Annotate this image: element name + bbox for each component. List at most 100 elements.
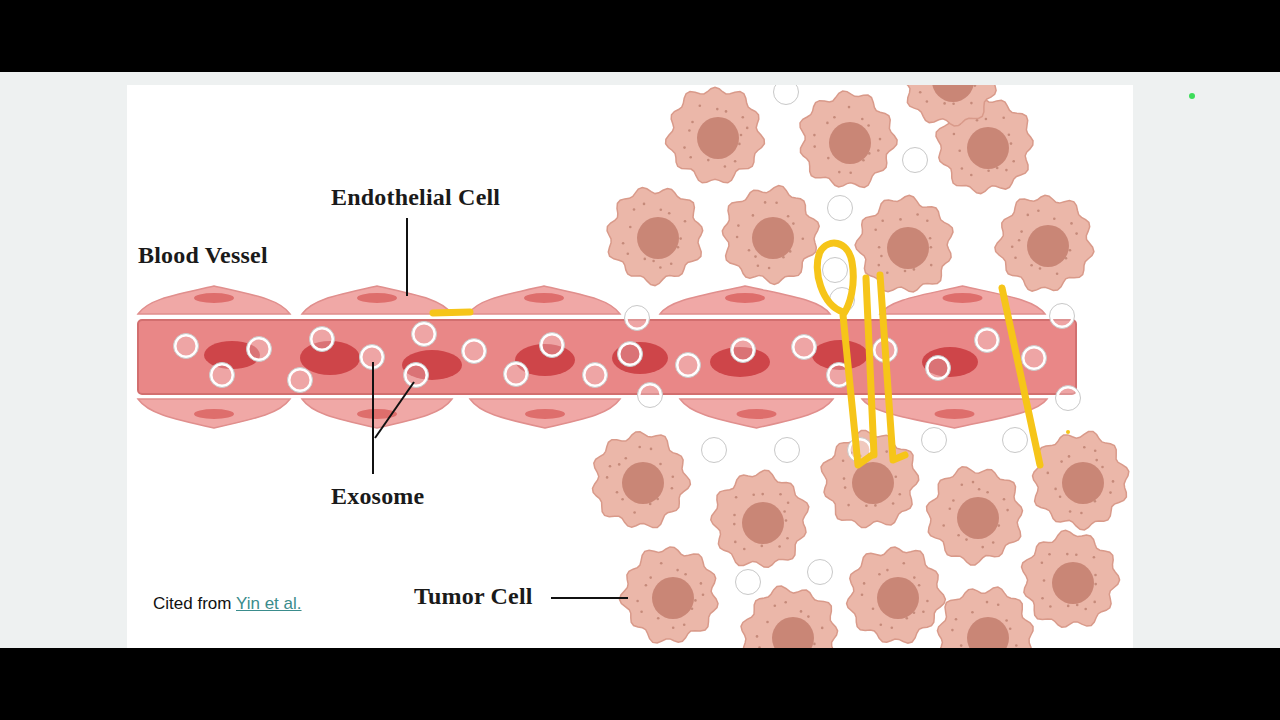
- cell-speckle: [926, 219, 929, 222]
- cell-speckle: [865, 504, 868, 507]
- endothelial-nucleus: [524, 293, 564, 303]
- cell-speckle: [976, 119, 979, 122]
- cell-speckle: [1112, 480, 1115, 483]
- cell-speckle: [746, 127, 749, 130]
- cell-speckle: [683, 146, 686, 149]
- part-label: Blood Vessel: [138, 242, 268, 268]
- endothelial-cell: [302, 399, 452, 428]
- cell-speckle: [700, 582, 703, 585]
- tumor-nucleus: [887, 227, 929, 269]
- cell-speckle: [616, 491, 619, 494]
- cell-speckle: [1015, 644, 1018, 647]
- cell-speckle: [930, 246, 933, 249]
- endothelial-nucleus: [935, 409, 975, 419]
- cell-speckle: [650, 448, 653, 451]
- cell-speckle: [1069, 510, 1072, 513]
- tumor-nucleus: [742, 502, 784, 544]
- endothelial-cell: [660, 286, 830, 314]
- exosome-rim: [702, 438, 727, 463]
- cell-speckle: [752, 494, 755, 497]
- cell-speckle: [688, 129, 691, 132]
- exosome: [829, 197, 851, 219]
- exosome-rim: [676, 353, 701, 378]
- cell-speckle: [644, 258, 647, 261]
- exosome-rim: [618, 342, 643, 367]
- cell-speckle: [660, 562, 663, 565]
- cell-speckle: [942, 524, 945, 527]
- cell-speckle: [761, 545, 764, 548]
- exosome: [505, 363, 527, 385]
- cell-speckle: [943, 102, 946, 105]
- cell-speckle: [1005, 169, 1008, 172]
- endothelial-cell: [138, 286, 290, 314]
- cell-speckle: [913, 268, 916, 271]
- cell-speckle: [1011, 245, 1014, 248]
- citation-text: Cited from: [153, 595, 231, 614]
- tumor-cell: [711, 470, 809, 567]
- cell-speckle: [783, 510, 786, 513]
- exosome-rim: [504, 362, 529, 387]
- cell-speckle: [694, 599, 697, 602]
- cell-speckle: [689, 156, 692, 159]
- exosome: [584, 364, 606, 386]
- cell-speckle: [838, 171, 841, 174]
- cell-speckle: [1018, 239, 1021, 242]
- cell-speckle: [843, 477, 846, 480]
- tumor-nucleus: [652, 577, 694, 619]
- cell-speckle: [775, 201, 778, 204]
- cell-speckle: [997, 603, 1000, 606]
- tumor-nucleus: [622, 462, 664, 504]
- cell-speckle: [1002, 117, 1005, 120]
- cell-speckle: [742, 116, 745, 119]
- cell-speckle: [863, 582, 866, 585]
- tumor-cell: [1022, 530, 1120, 627]
- cell-speckle: [784, 601, 787, 604]
- cell-speckle: [618, 463, 621, 466]
- cell-speckle: [886, 272, 889, 275]
- tumor-cell: [902, 85, 999, 126]
- exosome-rim: [1056, 386, 1081, 411]
- exosome: [1023, 347, 1045, 369]
- cell-speckle: [1083, 446, 1086, 449]
- exosome: [793, 336, 815, 358]
- cell-speckle: [842, 460, 845, 463]
- cell-speckle: [904, 270, 907, 273]
- tumor-nucleus: [967, 617, 1009, 648]
- cell-speckle: [919, 91, 922, 94]
- cell-speckle: [766, 621, 769, 624]
- cell-speckle: [1047, 472, 1050, 475]
- cell-speckle: [868, 152, 871, 155]
- cell-speckle: [978, 488, 981, 491]
- cell-speckle: [743, 548, 746, 551]
- cell-speckle: [636, 600, 639, 603]
- cell-speckle: [1008, 134, 1011, 137]
- cell-speckle: [622, 242, 625, 245]
- cell-speckle: [1101, 466, 1104, 469]
- exosome: [703, 439, 725, 461]
- cell-speckle: [652, 260, 655, 263]
- cell-speckle: [733, 514, 736, 517]
- cell-speckle: [996, 167, 999, 170]
- cell-speckle: [683, 624, 686, 627]
- cell-speckle: [953, 133, 956, 136]
- exosome-rim: [462, 339, 487, 364]
- cell-speckle: [1075, 554, 1078, 557]
- exosome-rim: [310, 327, 335, 352]
- cell-speckle: [761, 493, 764, 496]
- cell-speckle: [895, 476, 898, 479]
- exosome: [626, 307, 648, 329]
- cell-speckle: [699, 104, 702, 107]
- cell-speckle: [748, 249, 751, 252]
- cell-speckle: [787, 502, 790, 505]
- cell-speckle: [861, 118, 864, 121]
- cell-speckle: [1068, 455, 1071, 458]
- cell-speckle: [649, 503, 652, 506]
- exosome: [1004, 429, 1026, 451]
- cell-speckle: [787, 215, 790, 218]
- black-bar: [0, 648, 1280, 720]
- cell-speckle: [981, 546, 984, 549]
- cell-speckle: [738, 143, 741, 146]
- cell-speckle: [1043, 579, 1046, 582]
- cell-speckle: [782, 256, 785, 259]
- cell-speckle: [1049, 605, 1052, 608]
